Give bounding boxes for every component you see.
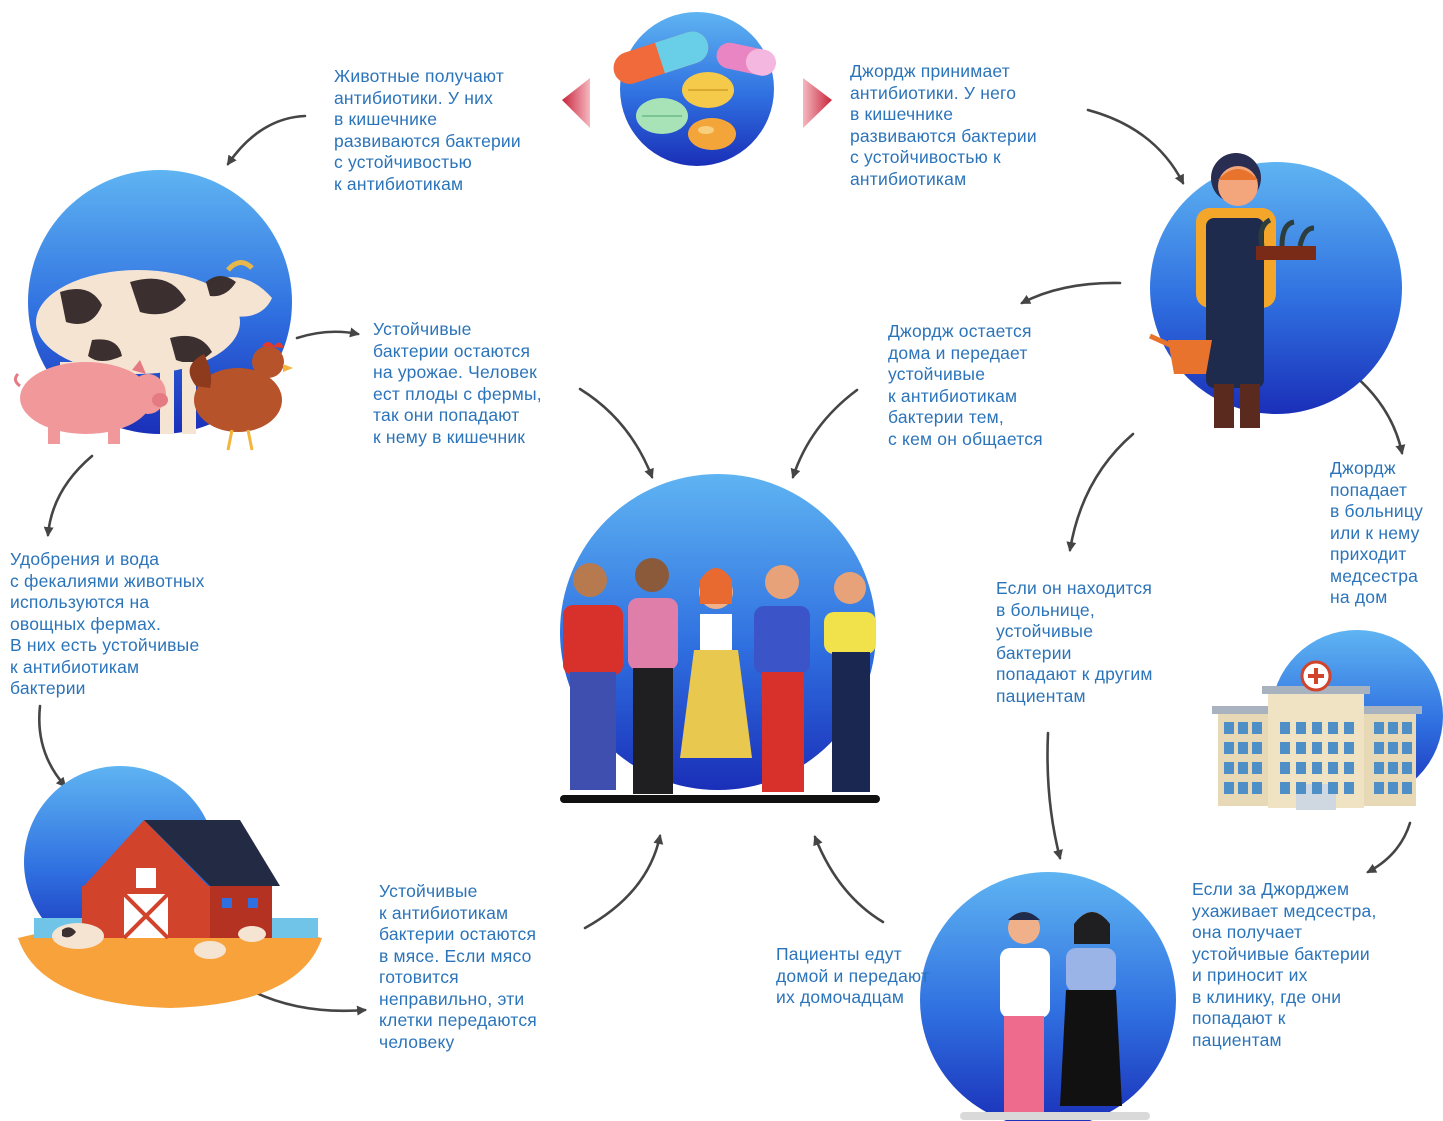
hospital-window [1252,742,1262,754]
pills-icon [562,12,832,166]
hospital-window [1402,742,1412,754]
caption-animals-get-antibiotics: Животные получают антибиотики. У них в к… [334,66,521,194]
hospital-window [1252,722,1262,734]
flow-arrows [38,108,1412,1016]
arrow-to-crops-text [295,327,360,340]
hospital-window [1312,782,1322,794]
cow-icon [36,260,272,434]
animals-group [13,170,293,451]
caption-george-hospital: Джордж попадает в больницу или к нему пр… [1330,458,1424,607]
farmer-icon [1148,153,1402,428]
arrow-hospital-to-nurse-text [1366,821,1412,874]
arrow-to-farmer [1086,108,1185,185]
arrow-farmer-to-hospital-text [1066,432,1135,552]
hospital-window [1402,722,1412,734]
caption-fertilizer-water: Удобрения и вода с фекалиями животных ис… [10,549,205,698]
arrow-patients-to-people [813,835,885,924]
arrow-fertilizer-to-barn [38,704,67,788]
hospital-window [1402,782,1412,794]
hospital-window [1296,782,1306,794]
arrow-animals-to-fertilizer [43,454,94,537]
hospital-window [1280,742,1290,754]
hospital-window [1328,762,1338,774]
caption-bacteria-in-meat: Устойчивые к антибиотикам бактерии остаю… [379,881,537,1052]
hospital-window [1328,722,1338,734]
pointer-left-icon [562,78,590,128]
arrow-home-to-people [790,388,859,479]
hospital-window [1224,762,1234,774]
hospital-window [1238,742,1248,754]
hospital-window [1296,742,1306,754]
hospital-window [1224,742,1234,754]
hospital-window [1388,782,1398,794]
arrow-barn-to-meat [248,988,367,1016]
barn-icon [18,766,322,1008]
pig-icon [13,360,168,444]
hospital-window [1280,762,1290,774]
hospital-window [1224,722,1234,734]
caption-nurse-clinic: Если за Джорджем ухаживает медсестра, он… [1192,879,1377,1050]
arrow-to-animals [226,114,307,166]
hospital-window [1296,722,1306,734]
hospital-window [1374,722,1384,734]
hospital-window [1224,782,1234,794]
hospital-window [1374,762,1384,774]
hospital-window [1312,762,1322,774]
arrow-meat-to-people [583,834,664,930]
couple-icon [920,872,1176,1121]
hospital-window [1344,722,1354,734]
hospital-window [1312,742,1322,754]
hospital-windows [1224,722,1412,794]
hospital-window [1388,742,1398,754]
caption-george-takes-antibiotics: Джордж принимает антибиотики. У него в к… [850,61,1037,189]
hospital-window [1312,722,1322,734]
caption-patients-go-home: Пациенты едут домой и передают их домоча… [776,944,930,1007]
people-group-icon [560,474,880,803]
hospital-window [1238,722,1248,734]
hospital-window [1280,722,1290,734]
hospital-window [1328,782,1338,794]
hospital-window [1402,762,1412,774]
pointer-right-icon [803,78,832,128]
hospital-window [1252,762,1262,774]
arrow-hospital-to-couple [1046,731,1063,860]
hospital-window [1252,782,1262,794]
hospital-window [1344,762,1354,774]
hospital-window [1374,742,1384,754]
hospital-window [1388,722,1398,734]
caption-george-stays-home: Джордж остается дома и передает устойчив… [888,321,1043,449]
hospital-window [1374,782,1384,794]
hen-icon [189,342,293,451]
hospital-window [1280,782,1290,794]
hospital-window [1238,782,1248,794]
hospital-window [1344,742,1354,754]
hospital-window [1296,762,1306,774]
hospital-window [1328,742,1338,754]
arrow-crops-to-people [578,387,654,479]
caption-bacteria-on-crops: Устойчивые бактерии остаются на урожае. … [373,319,542,447]
hospital-window [1344,782,1354,794]
hospital-window [1388,762,1398,774]
caption-in-hospital-patients: Если он находится в больнице, устойчивые… [996,578,1153,706]
arrow-farmer-to-text [1020,281,1122,305]
hospital-window [1238,762,1248,774]
